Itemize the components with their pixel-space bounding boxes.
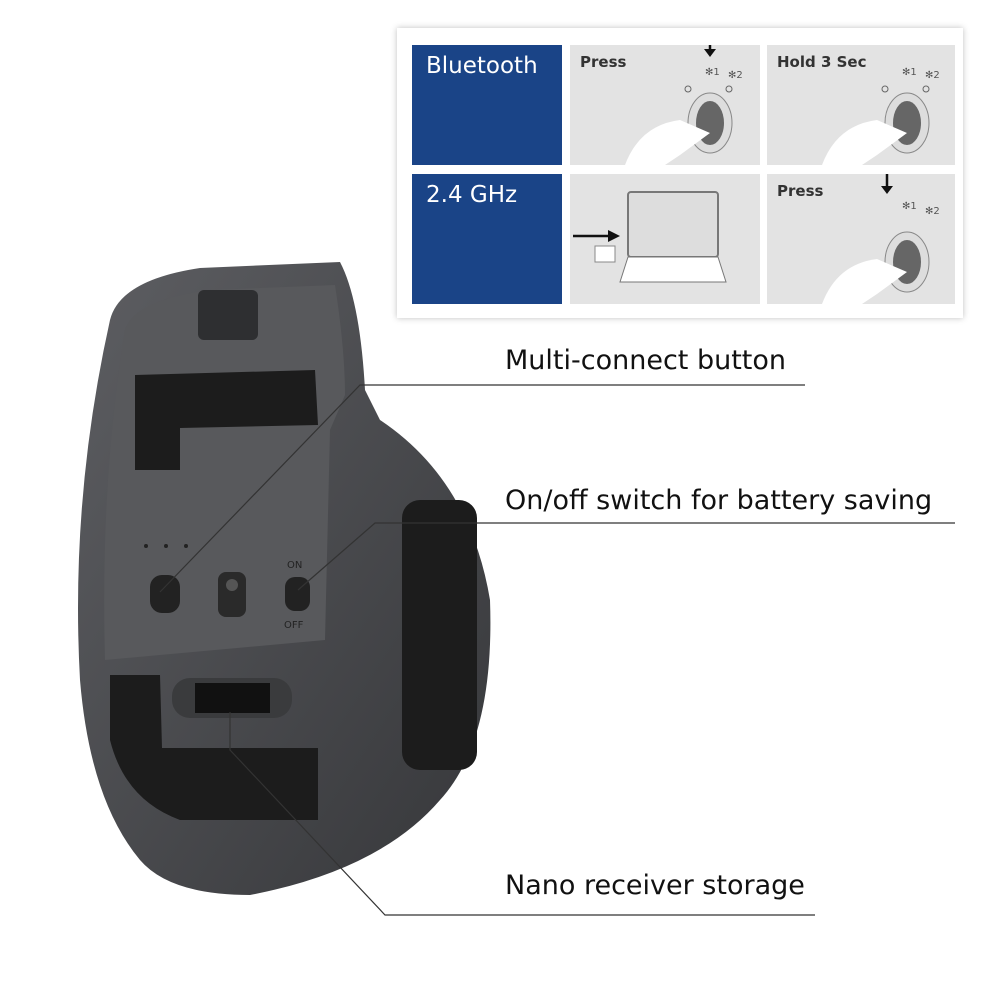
laptop-receiver-icon	[573, 191, 727, 283]
svg-text:✻1: ✻1	[705, 67, 720, 78]
svg-text:✻1: ✻1	[902, 67, 917, 78]
step-plug-receiver	[570, 174, 760, 304]
callout-lines	[159, 384, 955, 916]
step-title: Press	[580, 53, 627, 71]
callout-nano-receiver: Nano receiver storage	[505, 870, 805, 901]
sensor-top	[198, 290, 258, 340]
svg-text:✻2: ✻2	[925, 206, 940, 217]
svg-text:✻1: ✻1	[902, 201, 917, 212]
step-title: Press	[777, 182, 824, 200]
mouse-on-label: ON	[287, 560, 302, 571]
multi-connect-button-shape	[150, 575, 180, 613]
mode-2-4ghz: 2.4 GHz	[412, 174, 562, 304]
svg-text:✻2: ✻2	[728, 70, 743, 81]
svg-text:✻2: ✻2	[925, 70, 940, 81]
sensor-eye	[218, 572, 246, 617]
press-button-icon: ✻1 ✻2	[822, 174, 940, 304]
step-title: Hold 3 Sec	[777, 53, 867, 71]
connection-instructions-panel: Bluetooth Press ✻1 ✻2 Hold 3 Sec ✻1 ✻2 2.4…	[397, 28, 963, 318]
callout-on-off-switch: On/off switch for battery saving	[505, 485, 933, 516]
hold-button-icon: ✻1 ✻2	[822, 67, 940, 165]
press-button-icon: ✻1 ✻2	[625, 45, 743, 165]
mouse-off-label: OFF	[284, 620, 304, 631]
foot-bottom	[110, 675, 318, 820]
foot-right	[402, 500, 477, 770]
mode-bluetooth: Bluetooth	[412, 45, 562, 165]
step-bt-hold: Hold 3 Sec ✻1 ✻2	[767, 45, 955, 165]
step-bt-press: Press ✻1 ✻2	[570, 45, 760, 165]
foot-top	[135, 370, 318, 470]
step-ghz-press: Press ✻1 ✻2	[767, 174, 955, 304]
callout-multi-connect: Multi-connect button	[505, 345, 787, 376]
